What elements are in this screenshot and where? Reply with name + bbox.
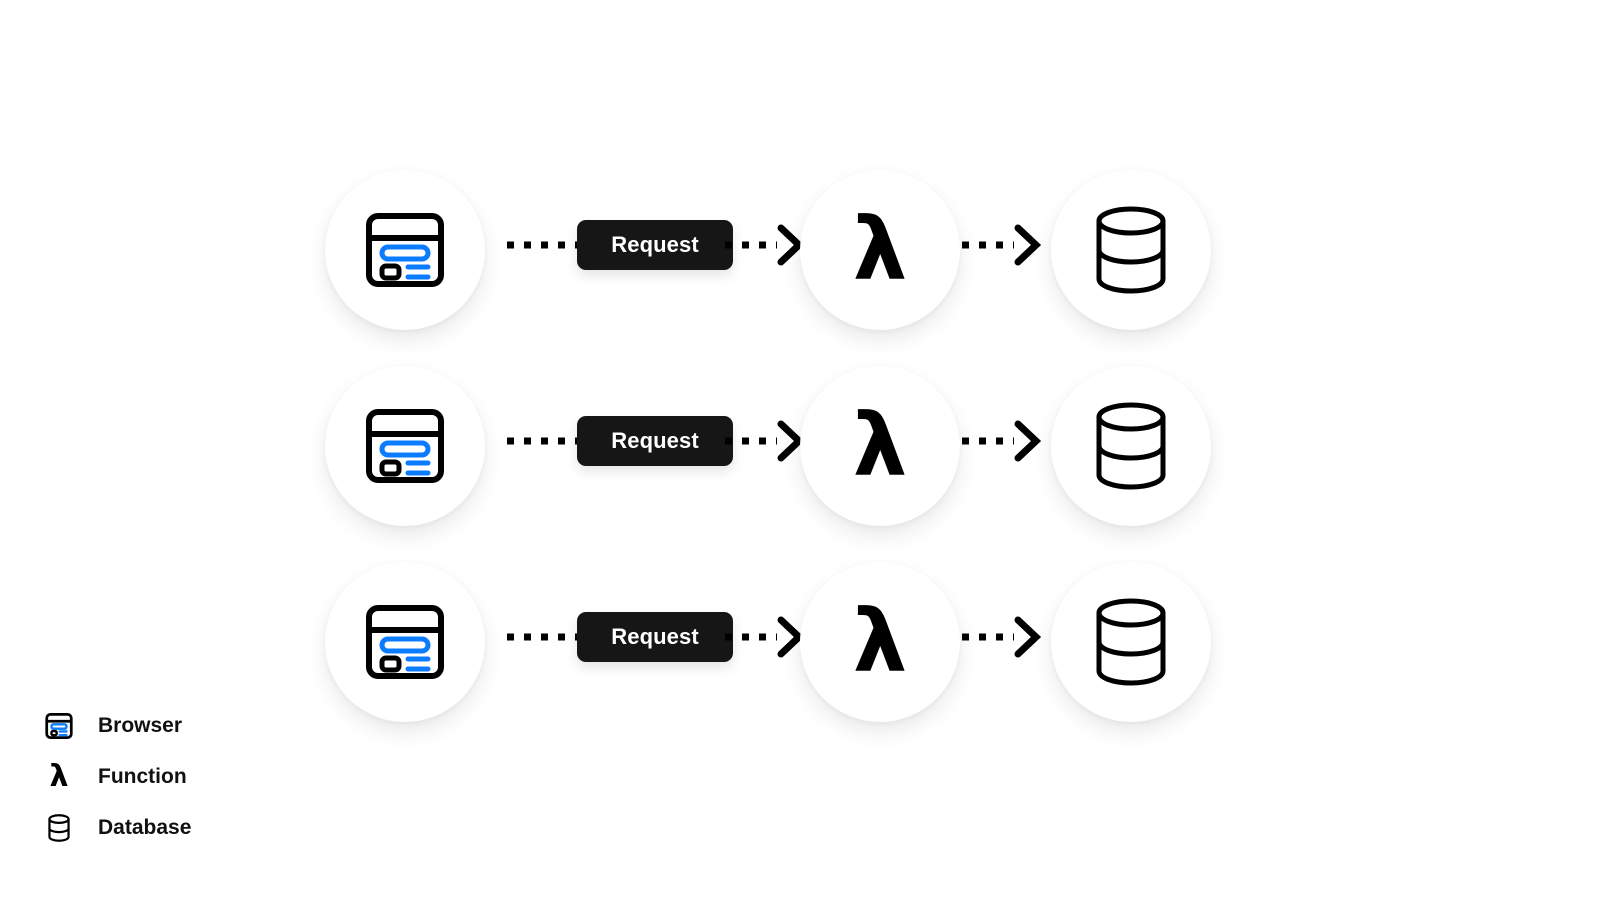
browser-node[interactable] [325, 170, 485, 330]
database-icon [1096, 598, 1166, 686]
function-node[interactable]: λ [800, 562, 960, 722]
browser-icon [42, 709, 76, 743]
legend-label-browser: Browser [98, 713, 183, 737]
legend-label-database: Database [98, 815, 192, 839]
database-node[interactable] [1051, 366, 1211, 526]
lambda-icon: λ [852, 396, 908, 496]
function-node[interactable]: λ [800, 170, 960, 330]
browser-node[interactable] [325, 366, 485, 526]
request-badge-label: Request [611, 232, 699, 257]
connector-function-to-database [950, 160, 1060, 340]
browser-icon [361, 402, 449, 490]
request-badge[interactable]: Request [577, 612, 733, 662]
browser-node[interactable] [325, 562, 485, 722]
request-badge[interactable]: Request [577, 220, 733, 270]
browser-icon [361, 598, 449, 686]
database-node[interactable] [1051, 170, 1211, 330]
flow-row: Request λ [0, 552, 1600, 732]
request-badge[interactable]: Request [577, 416, 733, 466]
request-badge-label: Request [611, 428, 699, 453]
lambda-glyph: λ [49, 758, 69, 794]
browser-icon [361, 206, 449, 294]
database-icon [1096, 206, 1166, 294]
legend: Browser λ Function Database [42, 700, 342, 853]
request-badge-label: Request [611, 624, 699, 649]
connector-function-to-database [950, 552, 1060, 732]
legend-item-function: λ Function [42, 751, 342, 802]
legend-item-browser: Browser [42, 700, 342, 751]
connector-function-to-database [950, 356, 1060, 536]
legend-item-database: Database [42, 802, 342, 853]
flow-row: Request λ [0, 160, 1600, 340]
function-node[interactable]: λ [800, 366, 960, 526]
lambda-icon: λ [852, 200, 908, 300]
lambda-icon: λ [852, 592, 908, 692]
flow-row: Request λ [0, 356, 1600, 536]
database-node[interactable] [1051, 562, 1211, 722]
database-icon [1096, 402, 1166, 490]
lambda-icon: λ [42, 760, 76, 794]
database-icon [42, 811, 76, 845]
legend-label-function: Function [98, 764, 187, 788]
